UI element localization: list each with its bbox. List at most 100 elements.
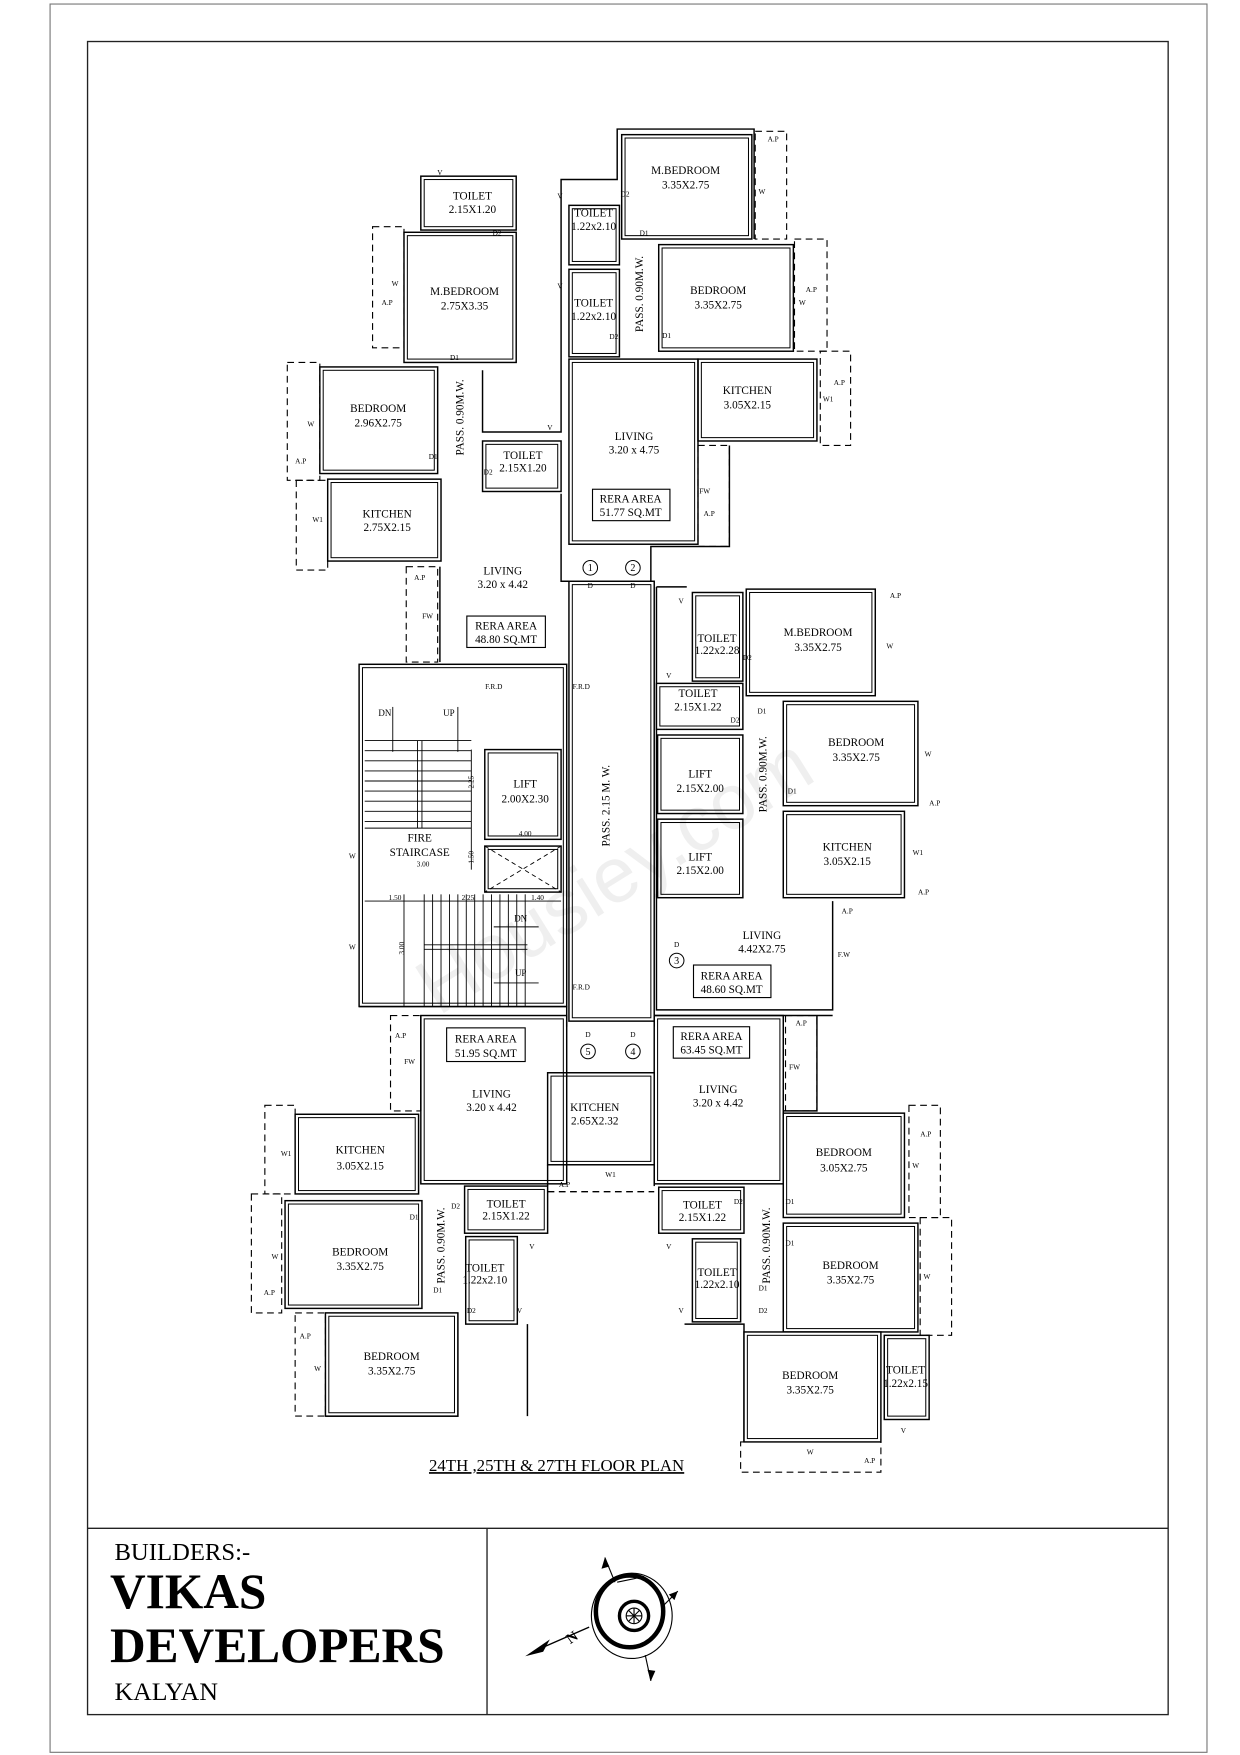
wall-inner-line <box>786 1225 916 1330</box>
fw-mark: FW <box>699 488 710 496</box>
wall-inner-line <box>550 1075 652 1162</box>
stair-up-label: UP <box>443 708 454 718</box>
door-mark: D1 <box>433 1287 442 1295</box>
room-size: 2.75X2.15 <box>363 522 411 534</box>
room-size: 3.35X2.75 <box>662 180 710 192</box>
room-name: KITCHEN <box>723 385 772 397</box>
room-name: BEDROOM <box>350 403 406 415</box>
door-mark: D <box>588 582 593 590</box>
unit-number: 1 <box>588 563 593 574</box>
ap-mark: A.P <box>295 457 306 465</box>
unit-number: 5 <box>585 1047 590 1058</box>
room-name: M.BEDROOM <box>784 627 853 639</box>
corridor-label: PASS. 2.15 M. W. <box>600 765 612 847</box>
window-mark: W1 <box>605 1171 616 1179</box>
wall-inner-line <box>571 208 617 262</box>
room-name: TOILET <box>465 1262 504 1274</box>
rera-box <box>692 964 772 999</box>
wall-inner-line <box>423 179 514 228</box>
room-size: 3.35X2.75 <box>827 1275 875 1287</box>
unit4-toilet-a <box>657 1186 745 1234</box>
rera-label: RERA AREA <box>701 971 764 983</box>
ap-mark: A.P <box>806 286 817 294</box>
wall-inner-line <box>659 686 741 727</box>
window-mark: W1 <box>281 1150 292 1158</box>
lift-name: LIFT <box>688 769 712 781</box>
door-mark: D <box>674 941 679 949</box>
rera-box <box>591 488 671 522</box>
fw-mark: FW <box>404 1058 415 1066</box>
room-size: 3.20 x 4.42 <box>466 1102 516 1114</box>
vent-mark: V <box>437 169 443 177</box>
rera-label: RERA AREA <box>600 494 663 506</box>
vent-mark: V <box>557 193 563 201</box>
lift-2 <box>656 734 744 815</box>
door-mark: D2 <box>467 1307 476 1315</box>
door-mark: D2 <box>621 190 630 198</box>
room-size: 3.05X2.15 <box>337 1160 385 1172</box>
door-mark: D2 <box>451 1203 460 1211</box>
wall-inner-line <box>298 1117 416 1192</box>
ap-mark: A.P <box>414 574 425 582</box>
wall-inner-line <box>330 482 439 559</box>
wall-inner-line <box>695 595 741 679</box>
room-name: M.BEDROOM <box>430 286 499 298</box>
room-name: KITCHEN <box>570 1102 619 1114</box>
passage-label: PASS. 0.90M.W. <box>761 1207 773 1283</box>
wall-inner-line <box>887 1338 927 1417</box>
window-mark: W <box>799 299 806 307</box>
fw-mark: FW <box>422 612 433 620</box>
wall-inner-line <box>660 822 741 895</box>
rera-label: RERA AREA <box>475 621 538 633</box>
wall-inner-line <box>322 369 435 471</box>
room-name: LIVING <box>743 930 782 942</box>
window-mark: W1 <box>312 516 323 524</box>
wall-inner-line <box>786 704 916 803</box>
door-mark: D1 <box>662 332 671 340</box>
room-name: TOILET <box>886 1364 925 1376</box>
fire-staircase-steps <box>364 706 562 1007</box>
unit-5: LIVING 3.20 x 4.42 KITCHEN 3.05X2.15 BED… <box>332 1027 596 1378</box>
window-mark: W1 <box>823 396 834 404</box>
unit4-bedroom-c <box>743 1331 882 1443</box>
dimension: 4.00 <box>519 830 532 838</box>
room-size: 2.65X2.32 <box>571 1115 618 1127</box>
wall-inner-line <box>468 1239 515 1322</box>
rera-value: 48.80 SQ.MT <box>475 634 537 646</box>
rera-value: 51.95 SQ.MT <box>455 1048 517 1060</box>
wall-inner-line <box>361 667 564 1004</box>
room-size: 3.20 x 4.42 <box>693 1097 743 1109</box>
door-mark: D1 <box>786 1198 795 1206</box>
wall-inner-line <box>657 1018 781 1181</box>
unit1-kitchen <box>326 478 442 562</box>
ap-mark: A.P <box>704 510 715 518</box>
lift-size: 2.15X2.00 <box>677 783 725 795</box>
room-name: LIVING <box>615 431 654 443</box>
unit4-bedroom-b <box>782 1222 919 1333</box>
window-mark: W <box>807 1448 814 1456</box>
floor-plan-title: 24TH ,25TH & 27TH FLOOR PLAN <box>429 1456 684 1475</box>
unit-number-circle <box>625 559 641 576</box>
unit2-bedroom <box>657 243 795 352</box>
wall-inner-line <box>571 272 617 354</box>
lift-size: 2.00X2.30 <box>501 793 549 805</box>
room-name: TOILET <box>487 1198 526 1210</box>
vent-mark: V <box>547 424 553 432</box>
wall-inner-line <box>786 814 902 895</box>
unit-number-circle <box>625 1043 641 1060</box>
unit4-bedroom-a <box>782 1112 906 1219</box>
room-size: 2.15X1.22 <box>679 1212 726 1224</box>
annotation-marks: V D2 W A.P D1 W A.P D1 V D2 W1 A.P FW V … <box>264 135 941 1465</box>
stair-up-label: UP <box>515 968 526 978</box>
unit5-toilet-a <box>463 1185 549 1234</box>
unit-number: 4 <box>630 1047 635 1058</box>
dimension: 2.25 <box>468 775 476 788</box>
room-size: 3.35X2.75 <box>833 752 881 764</box>
unit1-toilet-b <box>481 440 562 493</box>
room-name: KITCHEN <box>823 842 872 854</box>
wall-inner-line <box>749 591 873 693</box>
lift-shaft-cross <box>484 845 562 893</box>
stair-down-label: DN <box>378 708 391 718</box>
room-size: 2.15X1.20 <box>499 462 547 474</box>
